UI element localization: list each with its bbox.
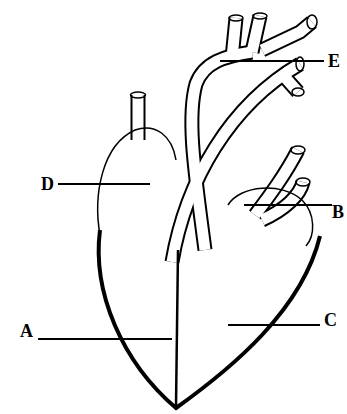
part-letter: D bbox=[41, 175, 54, 193]
leader-lines bbox=[38, 61, 332, 339]
part-letter: E bbox=[328, 52, 340, 70]
vessels bbox=[131, 13, 318, 262]
part-letter: A bbox=[20, 322, 33, 340]
left-atrium bbox=[228, 188, 313, 246]
ventricle-outline bbox=[99, 230, 320, 408]
part-letter: B bbox=[332, 203, 344, 221]
right-atrium bbox=[98, 128, 176, 235]
part-letter: C bbox=[324, 311, 337, 329]
septum bbox=[176, 250, 178, 406]
